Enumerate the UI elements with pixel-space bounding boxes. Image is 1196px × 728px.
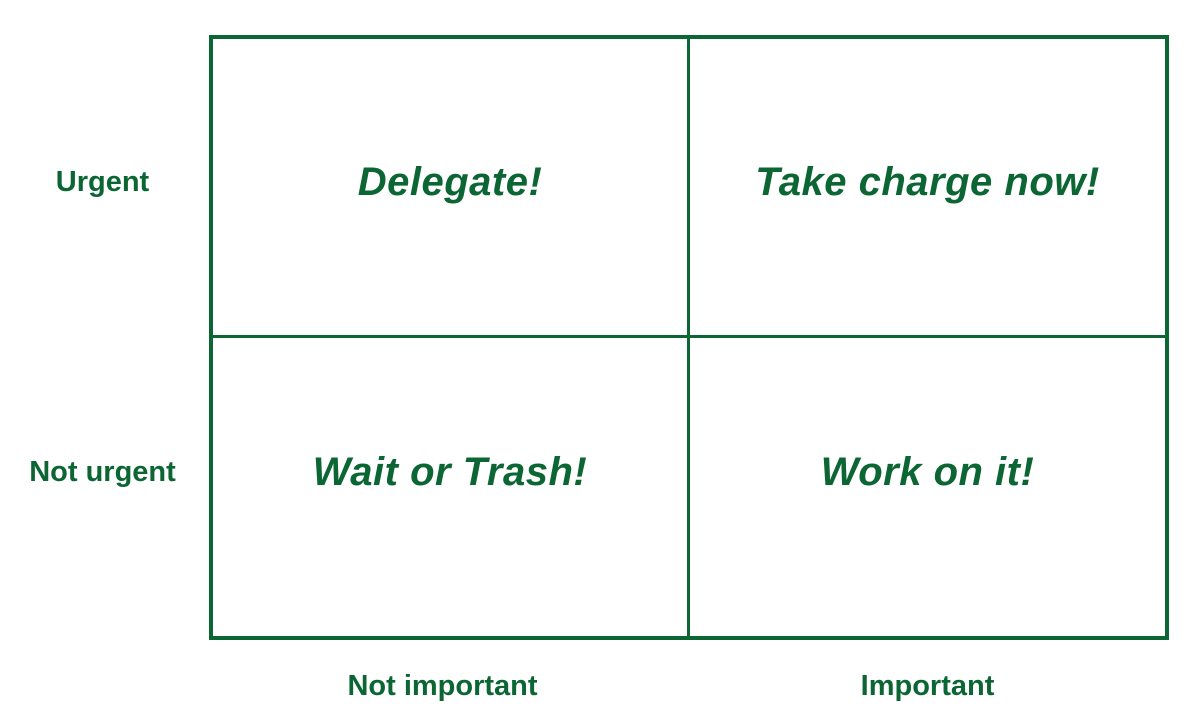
column-label-not-important: Not important <box>347 669 538 702</box>
quadrant-take-charge-now: Take charge now! <box>755 159 1100 204</box>
quadrant-work-on-it: Work on it! <box>820 449 1035 494</box>
quadrant-delegate: Delegate! <box>357 159 543 204</box>
quadrant-wait-or-trash: Wait or Trash! <box>312 449 588 494</box>
matrix-horizontal-divider <box>211 335 1167 338</box>
row-label-urgent: Urgent <box>55 165 150 198</box>
column-label-important: Important <box>860 669 995 702</box>
row-label-not-urgent: Not urgent <box>29 455 176 488</box>
